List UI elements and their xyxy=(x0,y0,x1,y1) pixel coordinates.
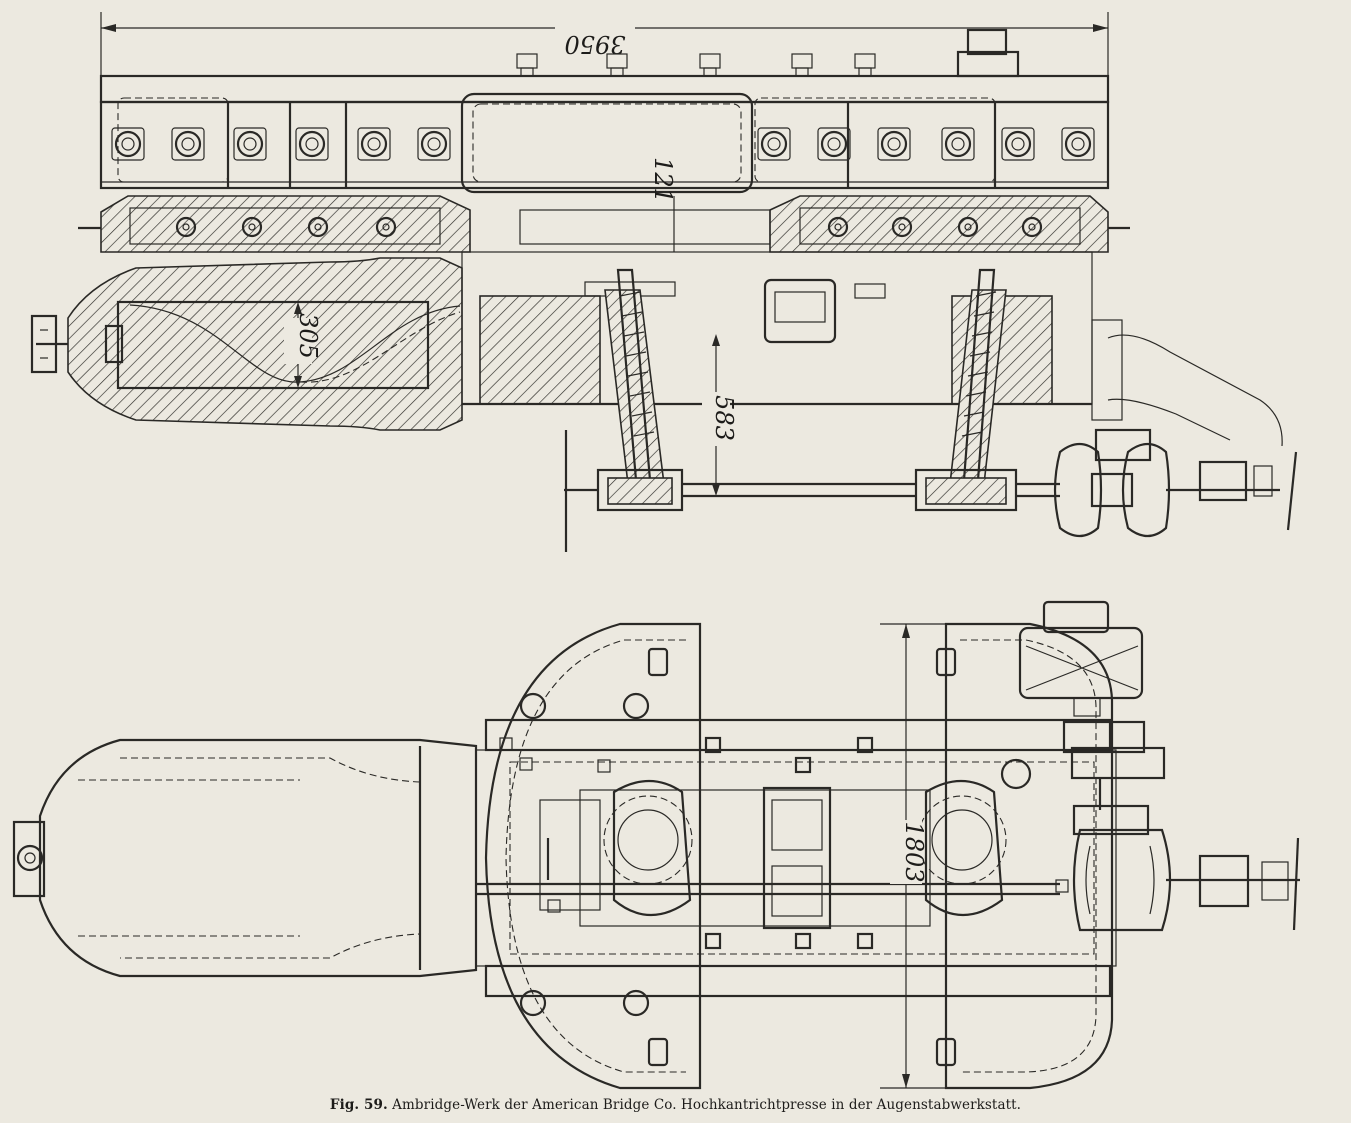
plan-ram-cylinder xyxy=(12,738,478,978)
overall-length-dimension: 3950 xyxy=(100,12,1109,105)
figure-caption-text: Ambridge-Werk der American Bridge Co. Ho… xyxy=(392,1097,1022,1113)
gap-dimension: 121 xyxy=(649,157,677,252)
top-cap-fitting xyxy=(956,28,1020,78)
plan-drive-unit xyxy=(1000,600,1300,932)
left-adjusting-screw xyxy=(564,268,684,552)
right-adjusting-screw xyxy=(914,268,1018,512)
width-dimension: 1803 xyxy=(880,623,946,1089)
dimension-spindle-distance: 583 xyxy=(710,395,738,441)
plan-view: 1803 xyxy=(12,600,1300,1090)
stroke-dimension: 305 xyxy=(284,302,322,388)
left-gearbox xyxy=(539,780,693,917)
slide-bar xyxy=(78,195,1130,253)
base-plate-right xyxy=(935,622,1114,1090)
plan-central-frame xyxy=(475,718,1117,998)
dimension-gap: 121 xyxy=(649,157,677,203)
dimension-width: 1803 xyxy=(900,821,928,882)
motor-flywheel xyxy=(1053,319,1298,538)
figure-caption: Fig. 59. Ambridge-Werk der American Brid… xyxy=(0,1097,1351,1113)
dimension-overall-length: 3950 xyxy=(564,30,625,58)
frame-nuts xyxy=(110,126,1096,162)
spindle-distance-dimension: 583 xyxy=(702,334,738,496)
upper-frame xyxy=(99,74,1110,194)
base-plate-left xyxy=(484,622,702,1090)
side-elevation-view: 3950 xyxy=(30,12,1298,552)
figure-number: Fig. 59. xyxy=(329,1097,388,1113)
drive-shaft xyxy=(682,482,1060,498)
ram-cylinder xyxy=(30,257,463,431)
dimension-stroke: 305 xyxy=(294,313,322,359)
